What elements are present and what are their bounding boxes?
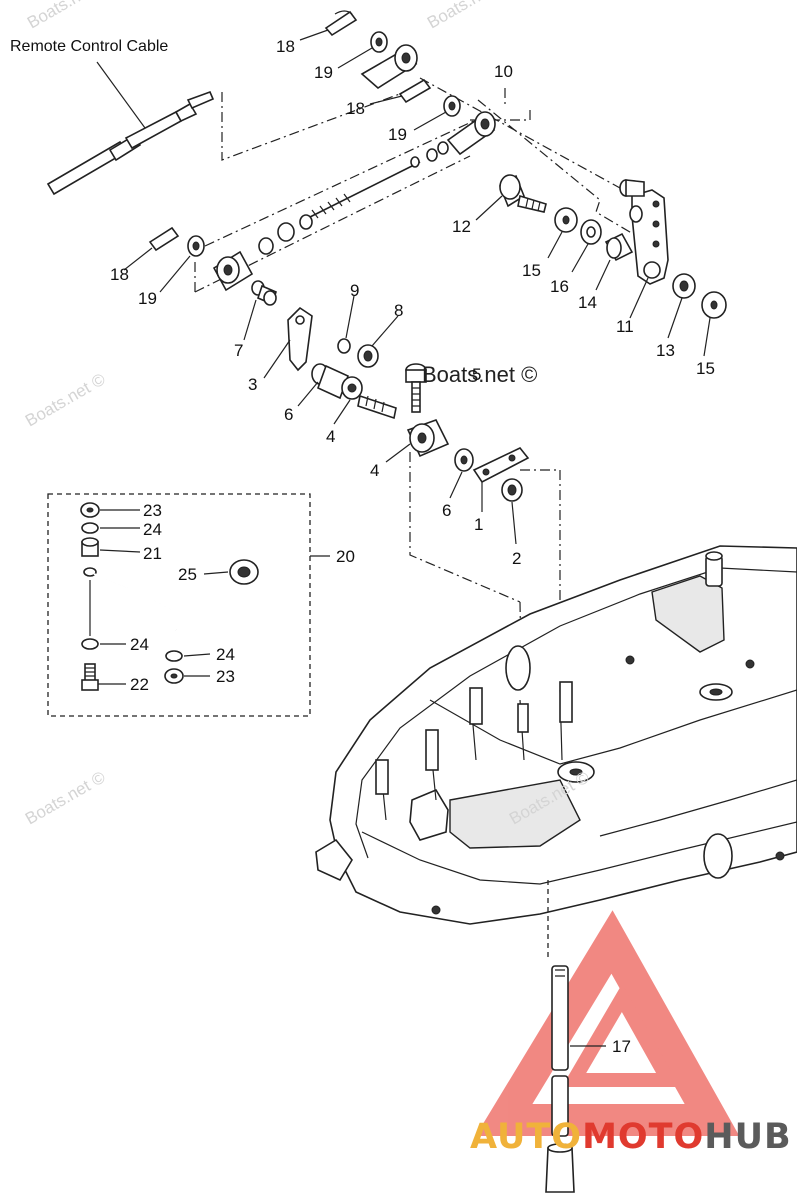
- label-10: 10: [494, 62, 513, 81]
- part-19-washer-middle: [443, 95, 461, 117]
- part-12-bolt: [499, 174, 547, 213]
- part-10-rod-joint-upper: [360, 44, 418, 89]
- label-18-top: 18: [276, 37, 295, 56]
- label-13: 13: [656, 341, 675, 360]
- label-25: 25: [178, 565, 197, 584]
- part-7-collar-bolt: [251, 280, 277, 306]
- part-22-bolt: [81, 663, 99, 691]
- label-6-lower: 6: [442, 501, 452, 520]
- label-19-middle: 19: [388, 125, 407, 144]
- label-12: 12: [452, 217, 471, 236]
- label-16: 16: [550, 277, 569, 296]
- part-13-nut: [672, 273, 696, 299]
- label-4-lower: 4: [370, 461, 380, 480]
- part-17-shaft: [545, 965, 575, 1193]
- label-20: 20: [336, 547, 355, 566]
- label-17: 17: [612, 1037, 631, 1056]
- part-11-lever: [619, 179, 669, 285]
- part-23-nut-bottom: [164, 668, 184, 684]
- label-5: 5: [472, 365, 482, 384]
- part-10-spring-nut: [258, 214, 313, 255]
- part-18-clip-middle: [398, 78, 432, 104]
- center-watermark: Boats.net ©: [422, 362, 538, 387]
- label-24-left: 24: [130, 635, 149, 654]
- part-15-washer-upper: [554, 207, 578, 233]
- brand-hub: HUB: [704, 1117, 792, 1157]
- label-18-left: 18: [110, 265, 129, 284]
- part-25-nut: [229, 559, 259, 585]
- label-2: 2: [512, 549, 522, 568]
- part-19-washer-top: [370, 31, 388, 53]
- part-10-small-nuts: [426, 141, 449, 162]
- label-1: 1: [474, 515, 484, 534]
- label-22: 22: [130, 675, 149, 694]
- label-24-top: 24: [143, 520, 162, 539]
- part-19-washer-left: [187, 235, 205, 257]
- part-24-washer-right: [165, 650, 183, 662]
- label-3: 3: [248, 375, 258, 394]
- label-15-upper: 15: [522, 261, 541, 280]
- part-18-clip-top: [324, 10, 358, 37]
- label-4-upper: 4: [326, 427, 336, 446]
- remote-control-cable-label: Remote Control Cable: [10, 38, 169, 55]
- remote-control-cable: [46, 61, 215, 196]
- part-6-washer-lower: [454, 448, 474, 472]
- label-19-left: 19: [138, 289, 157, 308]
- label-15-lower: 15: [696, 359, 715, 378]
- part-2-nut: [501, 478, 523, 502]
- label-14: 14: [578, 293, 597, 312]
- automotohub-brand-text: AUTOMOTOHUB: [470, 1117, 792, 1157]
- brand-auto: AUTO: [470, 1117, 583, 1157]
- part-15-washer-lower: [701, 291, 727, 319]
- part-14-collar: [604, 232, 634, 262]
- part-21-collar: [81, 537, 99, 557]
- part-8-nut: [357, 344, 379, 368]
- part-20-link-rod: [83, 567, 177, 631]
- part-23-nut-top: [80, 502, 100, 518]
- part-10-rod-joint-left: [212, 250, 254, 292]
- label-8: 8: [394, 301, 404, 320]
- label-6-upper: 6: [284, 405, 294, 424]
- leader-lines: [89, 29, 711, 1047]
- part-4-link-rod-upper: [316, 364, 397, 420]
- label-19-top: 19: [314, 63, 333, 82]
- part-10-rod-joint-right: [446, 111, 496, 156]
- part-24-washer-left: [81, 638, 99, 650]
- part-10-threaded-rod: [299, 156, 421, 223]
- label-23-top: 23: [143, 501, 162, 520]
- part-3-bracket: [287, 306, 313, 372]
- label-21: 21: [143, 544, 162, 563]
- label-23-bottom: 23: [216, 667, 235, 686]
- part-24-washer-top: [81, 522, 99, 534]
- label-24-right: 24: [216, 645, 235, 664]
- label-9: 9: [350, 281, 360, 300]
- label-11: 11: [616, 317, 634, 336]
- bottom-cowling: [315, 545, 797, 925]
- part-5-bolt: [405, 363, 427, 413]
- part-9-clip: [337, 338, 351, 354]
- part-1-plate: [472, 447, 530, 484]
- part-16-washer: [580, 219, 602, 245]
- brand-moto: MOTO: [582, 1117, 705, 1157]
- automotohub-triangle-logo: [475, 910, 740, 1136]
- part-18-clip-left: [148, 226, 180, 252]
- part-4-link-rod-lower: [406, 419, 450, 458]
- label-18-middle: 18: [346, 99, 365, 118]
- part-20-kit-box: [47, 493, 311, 717]
- label-7: 7: [234, 341, 244, 360]
